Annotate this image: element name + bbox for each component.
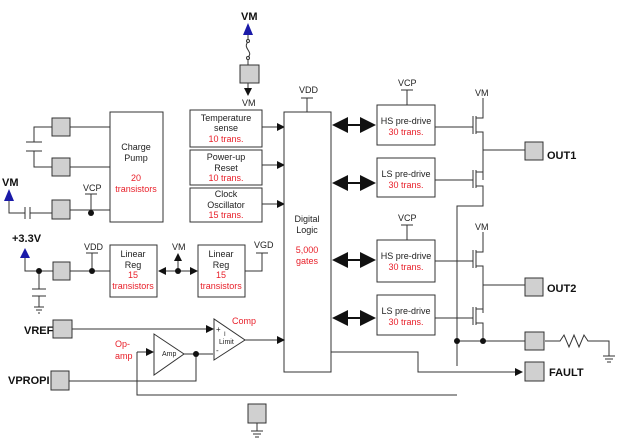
- pad-gnd: [247, 403, 267, 424]
- transistor-count: 15: [216, 270, 226, 280]
- block-label: HS pre-drive: [381, 251, 432, 261]
- pin-out2: OUT2: [547, 283, 576, 295]
- vm-label: VM: [2, 177, 19, 189]
- pad-out2: [524, 277, 544, 297]
- charge-pump: Charge Pump 20 transistors VCP VM: [2, 111, 164, 223]
- vm-supply-top: VM VM: [239, 11, 260, 108]
- opamp-note: Op-: [115, 339, 130, 349]
- pad-sense: [524, 331, 545, 351]
- temperature-sense: Temperature sense 10 trans.: [189, 109, 285, 148]
- pin-vpropi: VPROPI: [8, 375, 50, 387]
- transistor-count: transistors: [115, 184, 157, 194]
- block-label: sense: [214, 123, 238, 133]
- vm-label: VM: [172, 242, 186, 252]
- pad-out1: [524, 141, 544, 161]
- block-label: Reset: [214, 163, 238, 173]
- block-label: Reg: [125, 260, 142, 270]
- block-label: LS pre-drive: [381, 169, 430, 179]
- block-label: Logic: [296, 225, 318, 235]
- pin-vref: VREF: [24, 325, 54, 337]
- power-up-reset: Power-up Reset 10 trans.: [189, 149, 285, 186]
- comp-note: Comp: [232, 316, 256, 326]
- supply-arrow-icon: [243, 23, 253, 35]
- block-label: Temperature: [201, 113, 252, 123]
- vm-label: VM: [241, 11, 258, 23]
- charge-pump-label: Pump: [124, 153, 148, 163]
- minus-input: -: [216, 346, 219, 355]
- charge-pump-label: Charge: [121, 142, 151, 152]
- vgd-label: VGD: [254, 240, 274, 250]
- transistor-count: 30 trans.: [388, 180, 423, 190]
- vm-label: VM: [475, 222, 489, 232]
- pin-fault: FAULT: [549, 367, 584, 379]
- transistor-count: 20: [131, 173, 141, 183]
- block-label: LS pre-drive: [381, 306, 430, 316]
- block-label: Reg: [213, 260, 230, 270]
- transistor-count: 30 trans.: [388, 262, 423, 272]
- pre-drivers: HS pre-drive 30 trans. LS pre-drive 30 t…: [332, 78, 436, 336]
- block-label: Linear: [208, 249, 233, 259]
- plus-input: +: [216, 325, 221, 334]
- supply-label: +3.3V: [12, 233, 42, 245]
- block-label: Clock: [215, 189, 238, 199]
- pin-out1: OUT1: [547, 150, 576, 162]
- vm-label: VM: [242, 98, 256, 108]
- h-bridge: VM VM OUT1 OUT2 FAULT: [331, 88, 615, 382]
- opamp-note: amp: [115, 351, 133, 361]
- transistor-count: transistors: [112, 281, 154, 291]
- transistor-count: 10 trans.: [208, 134, 243, 144]
- vcp-label: VCP: [398, 213, 417, 223]
- linear-regulators: +3.3V VDD Linear Reg 15 transistors VM L…: [12, 233, 274, 314]
- block-label: Power-up: [207, 152, 246, 162]
- comp-label: I: [224, 332, 226, 338]
- transistor-count: transistors: [200, 281, 242, 291]
- transistor-count: 30 trans.: [388, 317, 423, 327]
- block-label: Linear: [120, 249, 145, 259]
- vdd-label: VDD: [299, 85, 319, 95]
- gate-count: 5,000: [296, 245, 319, 255]
- pad-vm: [239, 64, 260, 84]
- vdd-label: VDD: [84, 242, 104, 252]
- pad-fault: [524, 361, 545, 382]
- vcp-label: VCP: [83, 183, 102, 193]
- block-label: Digital: [294, 214, 319, 224]
- comp-label: Limit: [219, 339, 234, 346]
- digital-logic: VDD Digital Logic 5,000 gates: [283, 85, 332, 373]
- vcp-label: VCP: [398, 78, 417, 88]
- clock-oscillator: Clock Oscillator 15 trans.: [189, 187, 285, 223]
- transistor-count: 15 trans.: [208, 210, 243, 220]
- transistor-count: 10 trans.: [208, 173, 243, 183]
- transistor-count: 15: [128, 270, 138, 280]
- transistor-count: 30 trans.: [388, 127, 423, 137]
- block-label: Oscillator: [207, 200, 245, 210]
- block-label: HS pre-drive: [381, 116, 432, 126]
- gate-count: gates: [296, 256, 319, 266]
- vm-label: VM: [475, 88, 489, 98]
- amp-label: Amp: [162, 351, 177, 358]
- current-sense: VREF VPROPI Amp Op- amp + - I Limit Comp: [8, 316, 457, 438]
